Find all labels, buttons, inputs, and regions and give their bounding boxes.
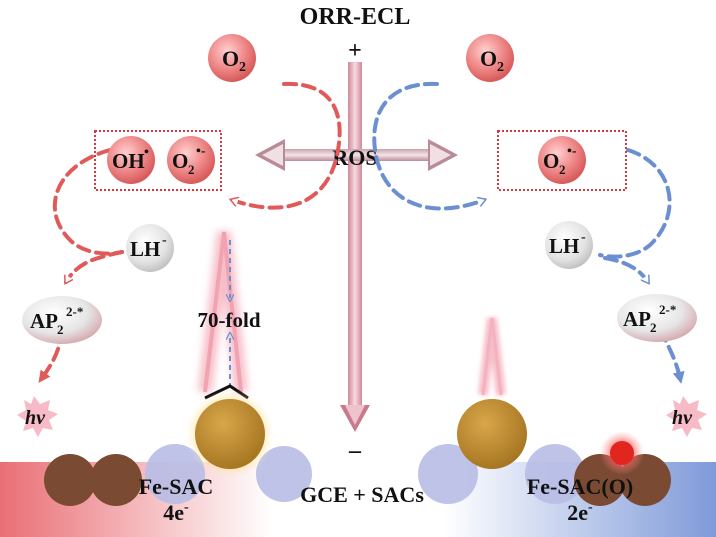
- luminol-anion-left: LH -: [126, 224, 174, 272]
- superoxide-right: O 2 •-: [538, 136, 586, 184]
- plus-sign: +: [348, 38, 362, 64]
- hv-left-label: hv: [25, 407, 46, 429]
- lh-left-sup: -: [162, 233, 167, 248]
- ros-box-right: [497, 130, 627, 191]
- fe-sac-o-electrons: 2e-: [567, 500, 593, 525]
- superoxide-left-sub: 2: [188, 162, 195, 177]
- diagram-title: ORR-ECL: [300, 4, 411, 30]
- ap-right-sub: 2: [650, 320, 657, 335]
- o2-molecule-left: O 2: [208, 34, 256, 82]
- oh-base: OH: [112, 149, 145, 173]
- fe-sac-label: Fe-SAC: [139, 474, 214, 499]
- superoxide-right-sup: •-: [567, 144, 577, 159]
- aminophthalate-left: AP 2 2-*: [22, 296, 102, 344]
- ros-arrow: [255, 139, 458, 171]
- superoxide-left: O 2 •-: [167, 136, 215, 184]
- lh-right-base: LH: [549, 234, 579, 258]
- minus-sign: –: [348, 438, 362, 464]
- fe-sac-electrons: 4e-: [163, 500, 189, 525]
- superoxide-left-base: O: [172, 149, 188, 173]
- lh-left-base: LH: [130, 237, 160, 261]
- catalyst-surface-right: [418, 399, 671, 506]
- ap-left-sub: 2: [57, 322, 64, 337]
- hv-right-label: hv: [672, 407, 693, 429]
- ap-left-sup: 2-*: [66, 304, 83, 319]
- o2-left-sub: 2: [239, 60, 246, 75]
- ap-right-sup: 2-*: [659, 302, 676, 317]
- oh-radical: OH •: [107, 136, 155, 184]
- ros-box-left: [94, 130, 222, 191]
- o2-left-base: O: [222, 46, 239, 71]
- electrode-label: GCE + SACs: [300, 482, 424, 507]
- ap-left-base: AP: [30, 309, 58, 333]
- o2-right-base: O: [480, 46, 497, 71]
- photon-emission-right: hv: [666, 396, 707, 437]
- superoxide-right-base: O: [543, 149, 559, 173]
- luminol-anion-right: LH -: [545, 221, 593, 269]
- superoxide-right-sub: 2: [559, 162, 566, 177]
- oh-sup: •: [144, 145, 149, 160]
- photon-emission-left: hv: [17, 396, 58, 437]
- o2-right-sub: 2: [497, 60, 504, 75]
- fe-sac-o-label: Fe-SAC(O): [527, 474, 633, 499]
- ecl-peak-right: [478, 317, 506, 396]
- ap-right-base: AP: [623, 307, 651, 331]
- catalyst-surface-left: [44, 390, 312, 506]
- aminophthalate-right: AP 2 2-*: [617, 294, 697, 342]
- potential-arrow: [340, 62, 370, 432]
- superoxide-left-sup: •-: [196, 144, 206, 159]
- lh-right-sup: -: [581, 230, 586, 245]
- enhancement-label: 70-fold: [198, 308, 261, 332]
- o2-molecule-right: O 2: [466, 34, 514, 82]
